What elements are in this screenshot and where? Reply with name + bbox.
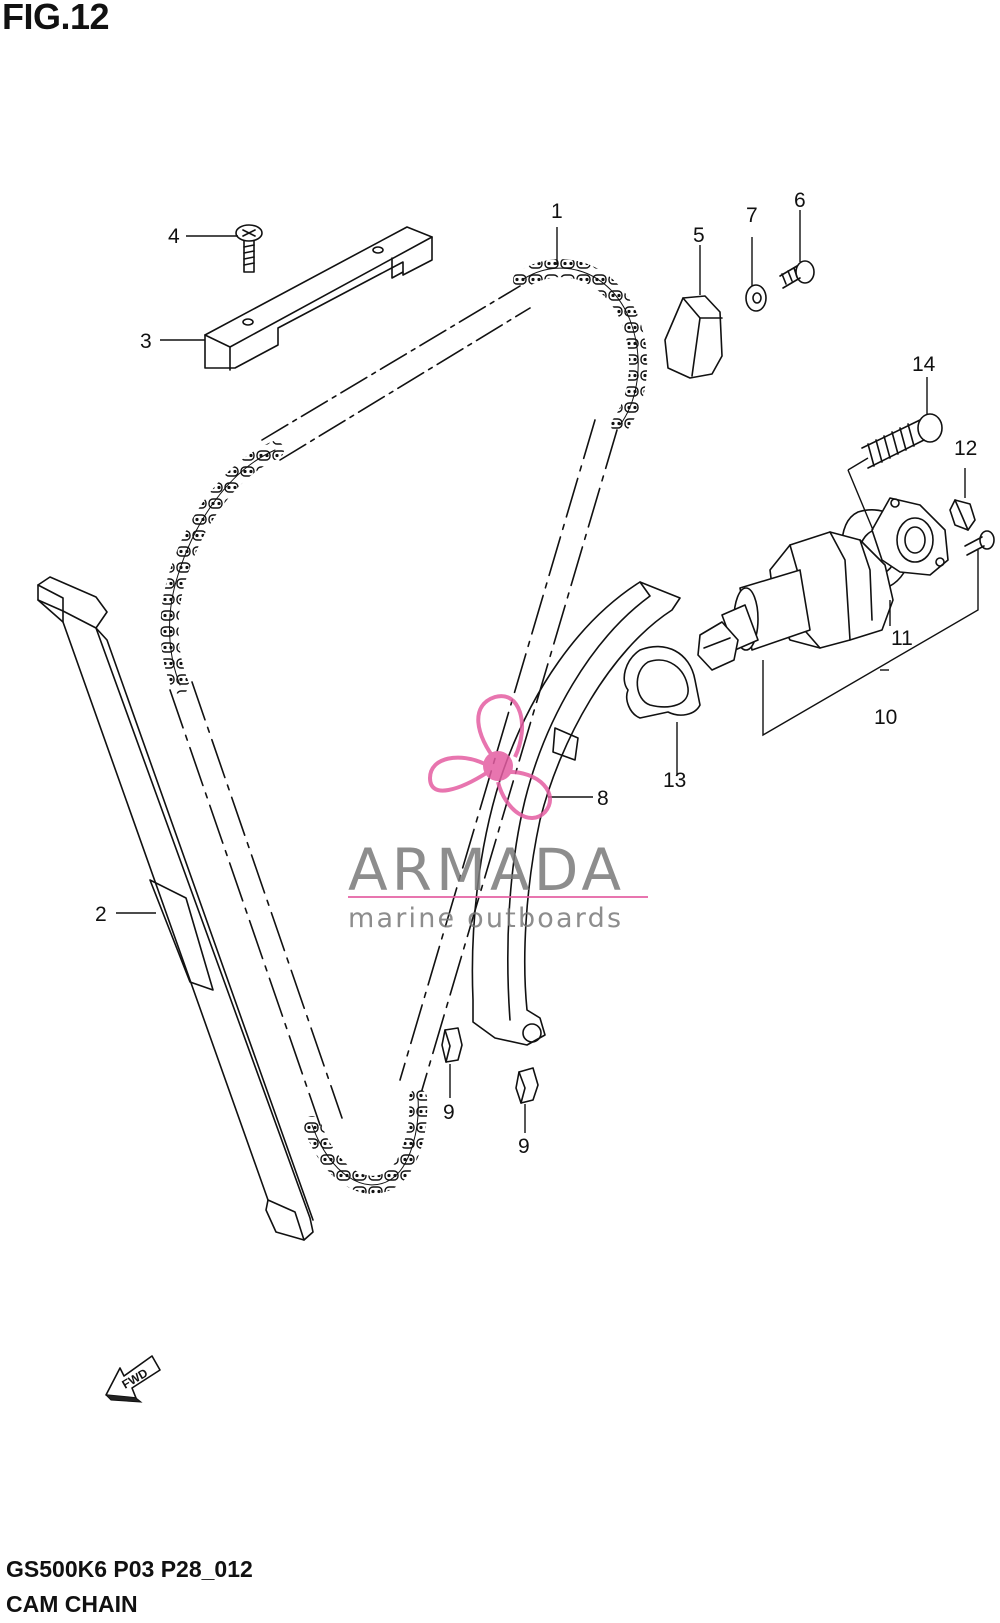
callout-13: 13 <box>663 769 686 792</box>
guide-bolt-cap-b <box>515 1067 539 1104</box>
tensioner-guide-long <box>37 576 314 1241</box>
small-bolt <box>779 260 815 289</box>
tensioner-flange <box>871 497 949 576</box>
upper-chain-guide <box>204 226 433 371</box>
chain-guide-curved <box>471 581 681 1046</box>
fwd-arrow-icon: FWD <box>105 1355 161 1403</box>
callout-5: 5 <box>693 224 705 247</box>
callout-10: 10 <box>874 706 897 729</box>
cushion-block <box>664 295 723 379</box>
callout-12: 12 <box>954 437 977 460</box>
guide-bolt-cap-a <box>441 1027 463 1063</box>
watermark-brand: ARMADA <box>348 836 625 904</box>
washer <box>745 284 767 312</box>
callout-3: 3 <box>140 330 152 353</box>
watermark-tagline: marine outboards <box>348 903 623 934</box>
callout-9b: 9 <box>518 1135 530 1158</box>
callout-1: 1 <box>551 200 563 223</box>
tensioner-bolt <box>861 413 943 469</box>
callout-8: 8 <box>597 787 609 810</box>
callout-14: 14 <box>912 353 936 376</box>
watermark-logo: ARMADA marine outboards <box>348 694 648 934</box>
tensioner-cap <box>949 499 976 531</box>
callout-9a: 9 <box>443 1101 455 1124</box>
tensioner-body-gasket <box>623 645 701 719</box>
cap-screw <box>964 530 995 556</box>
callout-7: 7 <box>746 204 758 227</box>
tensioner-assembly <box>697 531 894 671</box>
figure-title: FIG.12 <box>2 0 110 37</box>
callout-4: 4 <box>168 225 180 248</box>
guide-screw <box>235 224 263 273</box>
cam-chain <box>160 259 648 1194</box>
propeller-logo-icon <box>427 694 552 820</box>
callout-11: 11 <box>891 627 913 650</box>
model-code: GS500K6 P03 P28_012 <box>6 1556 253 1582</box>
section-name: CAM CHAIN <box>6 1591 138 1617</box>
callout-6: 6 <box>794 189 806 212</box>
callout-2: 2 <box>95 903 107 926</box>
